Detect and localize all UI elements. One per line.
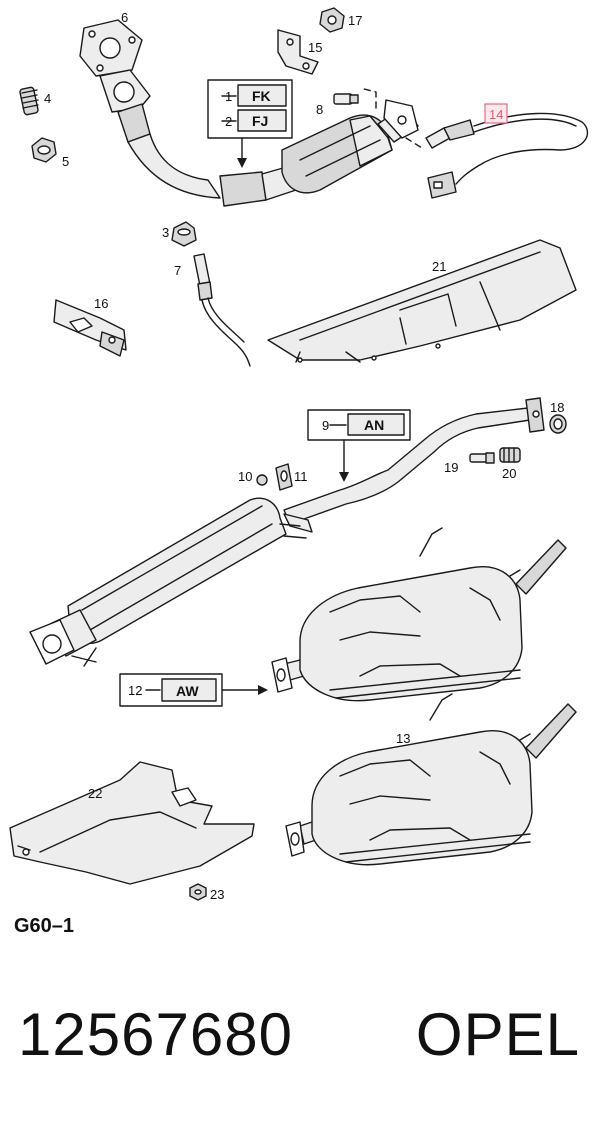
part-7-oxygen-sensor — [193, 253, 251, 367]
section-label: G60–1 — [14, 915, 74, 937]
part-10-nut — [256, 474, 268, 486]
callout-22: 22 — [88, 786, 102, 801]
callout-20: 20 — [502, 466, 516, 481]
callout-23: 23 — [210, 887, 224, 902]
callout-21: 21 — [432, 259, 446, 274]
code-aw: AW — [176, 683, 199, 699]
code-box-fk-fj — [207, 79, 293, 168]
part-18-gasket-ring — [549, 414, 567, 434]
callout-2: 2 — [225, 114, 232, 129]
part-21-heat-shield — [267, 239, 577, 363]
part-6-flange-gasket — [79, 19, 143, 77]
callout-6: 6 — [121, 10, 128, 25]
part-11-rubber-hanger — [275, 463, 293, 491]
part-number: 12567680 — [18, 1001, 293, 1068]
code-fk: FK — [252, 88, 271, 104]
part-brand: OPEL — [415, 1001, 580, 1068]
part-9-intermediate-pipe — [283, 397, 545, 533]
callout-10: 10 — [238, 469, 252, 484]
part-12-rear-silencer — [271, 527, 567, 702]
callout-1: 1 — [225, 89, 232, 104]
part-footer: 12567680 OPEL — [0, 1000, 600, 1090]
part-8-bolt — [333, 93, 359, 105]
callout-17: 17 — [348, 13, 362, 28]
callout-11: 11 — [294, 469, 308, 484]
part-15-bracket — [277, 29, 319, 75]
callout-12: 12 — [128, 683, 142, 698]
code-an: AN — [364, 417, 384, 433]
part-13-rear-silencer — [285, 693, 577, 866]
exhaust-parts-diagram: 6 17 15 4 8 14 5 1 2 FK FJ 3 7 21 16 9 A… — [9, 7, 588, 937]
callout-13: 13 — [396, 731, 410, 746]
centre-silencer — [29, 497, 307, 667]
callout-3: 3 — [162, 225, 169, 240]
callout-8: 8 — [316, 102, 323, 117]
callout-9: 9 — [322, 418, 329, 433]
code-box-aw — [119, 673, 268, 707]
callout-5: 5 — [62, 154, 69, 169]
part-20-spring — [499, 447, 521, 463]
part-14-highlight-box — [484, 103, 508, 124]
part-3-rubber-mount — [171, 221, 197, 247]
code-box-an — [307, 409, 411, 482]
part-4-stud — [19, 86, 39, 116]
callout-7: 7 — [174, 263, 181, 278]
part-19-bolt — [469, 452, 495, 464]
part-17-nut — [319, 7, 345, 33]
callout-labels: 6 17 15 4 8 14 5 1 2 FK FJ 3 7 21 16 9 A… — [14, 10, 564, 937]
callout-16: 16 — [94, 296, 108, 311]
part-5-nut — [31, 137, 57, 163]
catalytic-converter — [281, 99, 419, 194]
callout-19: 19 — [444, 460, 458, 475]
part-22-heat-shield — [9, 761, 255, 885]
callout-4: 4 — [44, 91, 51, 106]
callout-14: 14 — [489, 107, 503, 122]
callout-15: 15 — [308, 40, 322, 55]
part-14-oxygen-sensor — [425, 112, 588, 199]
code-fj: FJ — [252, 113, 268, 129]
part-23-nut — [189, 883, 207, 901]
part-16-bracket — [53, 299, 127, 357]
callout-18: 18 — [550, 400, 564, 415]
